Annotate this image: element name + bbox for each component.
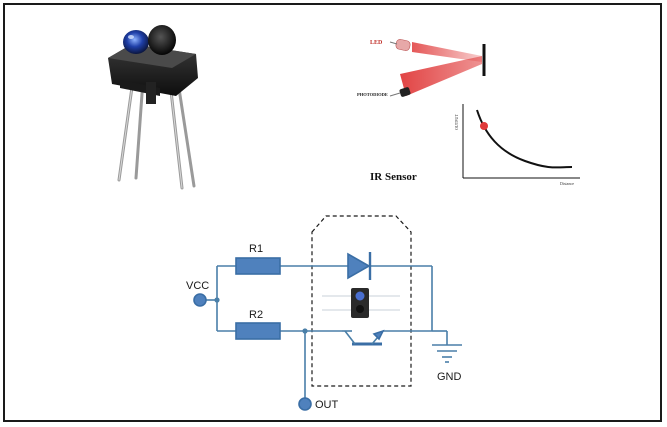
r2-label: R2 [249,309,263,321]
emitted-beam [412,42,482,62]
photodiode-label: PHOTODIODE [357,92,388,97]
out-terminal [298,397,312,411]
sensor-module-outline [311,215,412,387]
phototransistor-symbol [342,329,385,346]
resistor-r2 [235,322,281,340]
led-label: LED [370,40,383,46]
ir-reflection-illustration: LED PHOTODIODE OUTPUT Distance IR Sensor [357,39,580,186]
ground-symbol [432,344,462,363]
circuit-schematic [193,215,462,411]
ir-sensor-title: IR Sensor [370,171,417,183]
ir-led-symbol [347,252,372,280]
photodiode-icon [389,87,411,97]
graph-y-label: OUTPUT [454,114,459,130]
graph-x-label: Distance [560,181,574,186]
sensor-photo [108,25,198,190]
vcc-junction [214,297,220,303]
sensor-pin-tab [146,82,156,104]
out-junction [302,328,308,334]
phototransistor-lens [148,25,176,55]
ir-led-icon [389,39,411,51]
gnd-label: GND [437,371,462,383]
out-label: OUT [315,399,339,411]
resistor-r1 [235,257,281,275]
output-curve [476,109,573,169]
module-thumbnail [322,288,400,318]
r1-label: R1 [249,243,263,255]
circuit-labels: VCC R1 R2 GND OUT [186,243,462,411]
vcc-label: VCC [186,280,209,292]
vcc-terminal [193,293,207,307]
ir-led-lens [123,30,149,54]
output-vs-distance-graph: OUTPUT Distance [454,104,580,186]
operating-point-marker [480,122,488,130]
reflected-beam [400,56,482,96]
